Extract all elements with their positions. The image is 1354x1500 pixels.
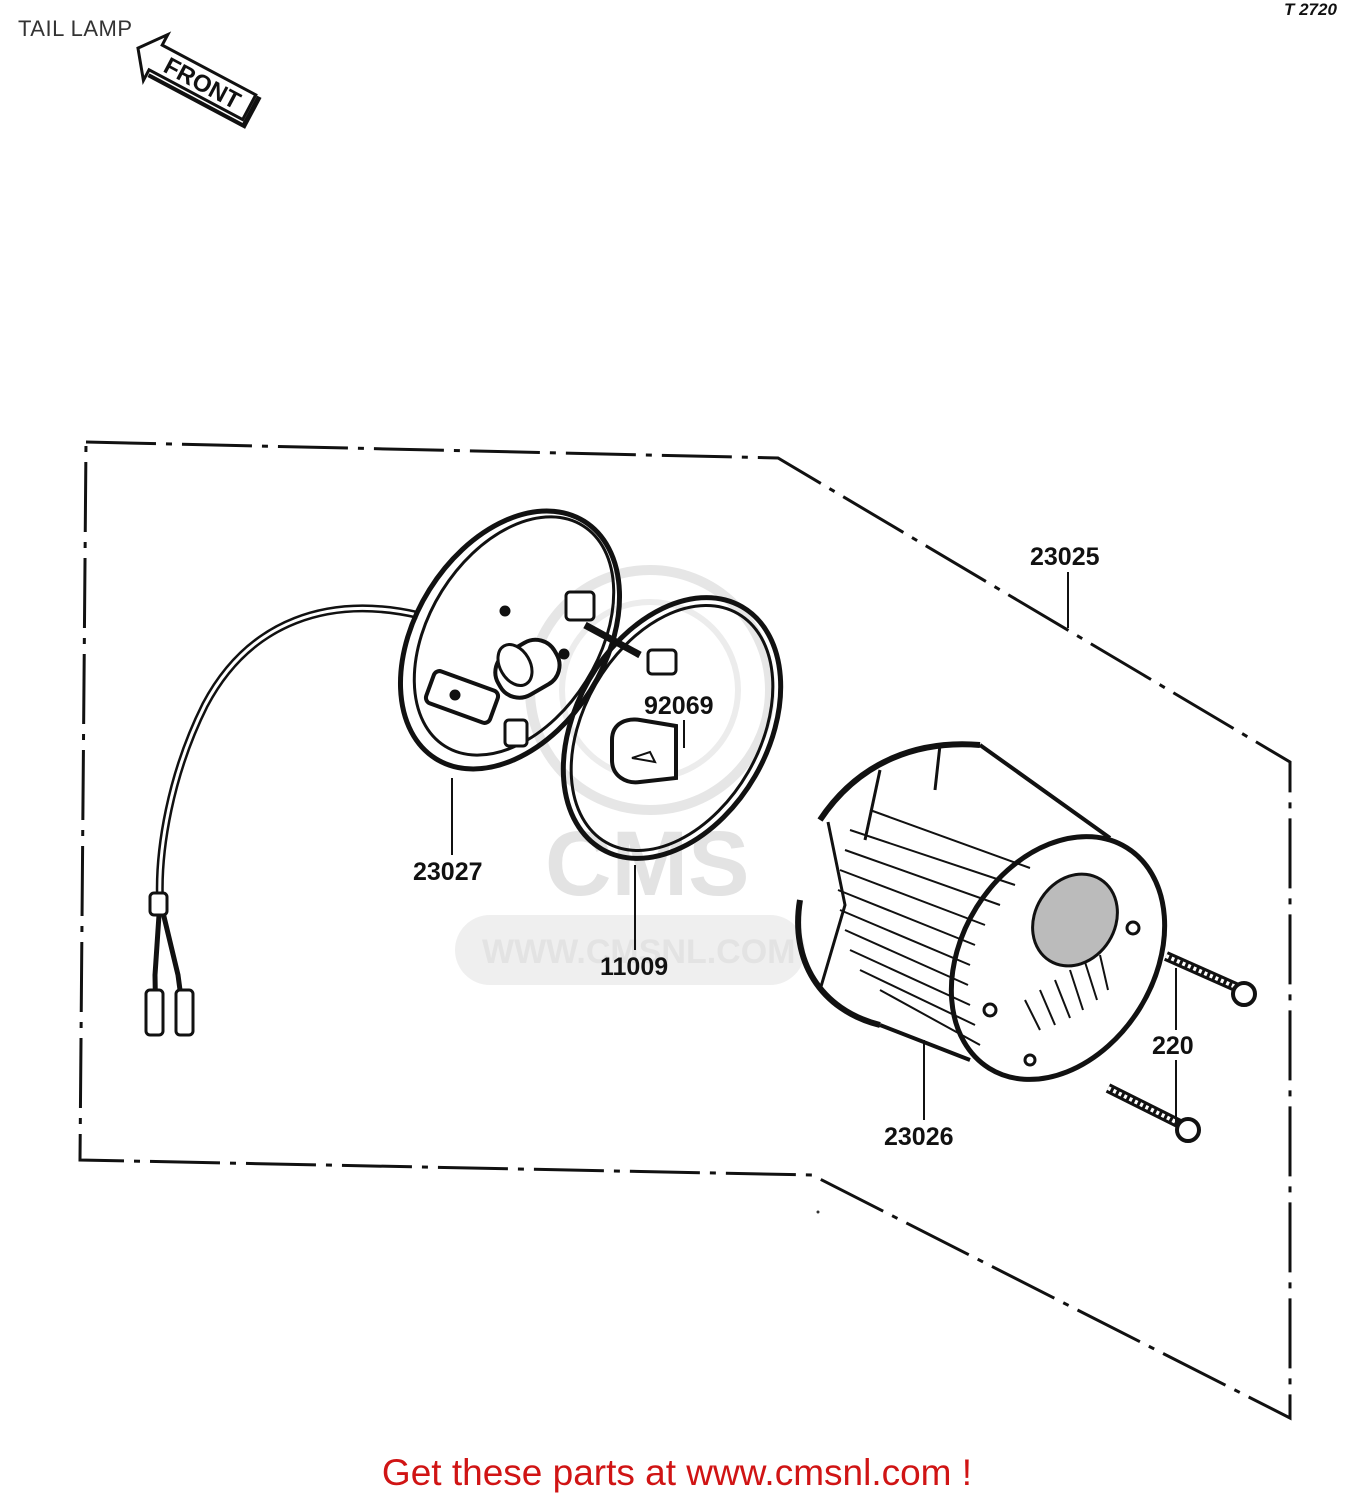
front-direction-arrow-icon: FRONT — [136, 31, 262, 129]
callout-23025: 23025 — [1030, 543, 1100, 571]
screws-part-220 — [1105, 951, 1257, 1143]
callout-11009: 11009 — [600, 953, 668, 981]
watermark-logo-text: CMS — [545, 813, 749, 915]
callout-220: 220 — [1152, 1032, 1194, 1060]
callout-leaders — [451, 572, 1177, 1122]
diagram-reference: T 2720 — [1284, 0, 1337, 19]
cms-watermark: CMS WWW.CMSNL.COM — [455, 565, 805, 985]
wiring-harness — [144, 604, 419, 1037]
gasket-part-11009 — [560, 595, 784, 861]
callout-23027: 23027 — [413, 858, 483, 886]
screw-upper — [1163, 951, 1257, 1007]
screw-lower — [1105, 1083, 1201, 1143]
watermark-url-text: WWW.CMSNL.COM — [482, 933, 796, 971]
callout-92069: 92069 — [644, 692, 714, 720]
assembly-boundary — [78, 440, 1292, 1421]
lens-part-23026 — [795, 741, 1168, 1082]
lamp-base-part-23027 — [397, 508, 642, 772]
page-title: TAIL LAMP — [18, 16, 133, 41]
callout-23026: 23026 — [884, 1123, 954, 1151]
bulb-part-92069 — [610, 717, 678, 785]
footer-promo: Get these parts at www.cmsnl.com ! — [381, 1452, 973, 1493]
